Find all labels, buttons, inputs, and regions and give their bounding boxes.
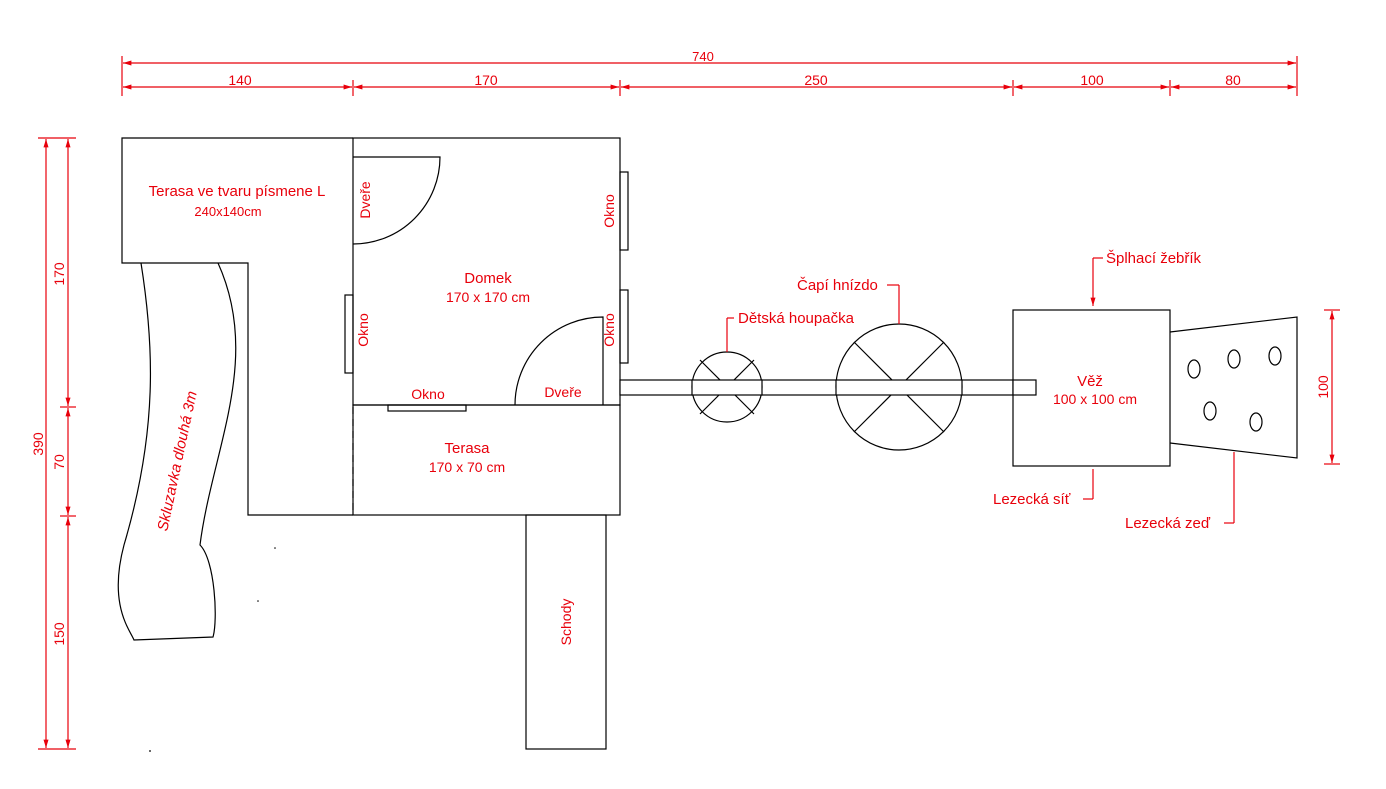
climbing-net: Lezecká síť	[993, 469, 1094, 508]
dim-segment-170-vertical: 170	[51, 262, 67, 286]
house: Dveře Okno Okno Okno Okno Dveře Domek 17…	[344, 137, 629, 412]
terrace-title: Terasa	[444, 440, 490, 457]
dim-segment-250: 250	[804, 72, 828, 88]
window-bottom-label: Okno	[411, 386, 445, 402]
slide-label: Skluzavka dlouhá 3m	[154, 390, 200, 533]
dim-segment-150-vertical: 150	[51, 622, 67, 646]
terrace-size: 170 x 70 cm	[429, 459, 505, 475]
dim-total-height: 390	[30, 432, 46, 456]
stork-nest-label: Čapí hnízdo	[797, 277, 878, 294]
top-dimensions: 740 140 170 250 100 80	[121, 49, 1298, 96]
tower: Věž 100 x 100 cm	[1012, 309, 1171, 467]
stairs: Schody	[525, 514, 607, 750]
l-terrace: Terasa ve tvaru písmene L 240x140cm	[121, 137, 354, 516]
tower-title: Věž	[1077, 373, 1103, 390]
dim-segment-100: 100	[1080, 72, 1104, 88]
l-terrace-title: Terasa ve tvaru písmene L	[149, 183, 326, 200]
window-right-top-label: Okno	[601, 194, 617, 228]
swing: Dětská houpačka	[691, 310, 855, 423]
swing-beam	[619, 379, 1037, 396]
door-bottom-arc	[514, 316, 604, 406]
window-right-bottom	[619, 289, 629, 364]
window-bottom	[387, 404, 467, 412]
climbing-ladder: Šplhací žebřík	[1090, 250, 1202, 306]
dim-segment-170: 170	[474, 72, 498, 88]
stairs-label: Schody	[558, 599, 574, 646]
window-right-top	[619, 171, 629, 251]
door-bottom-label: Dveře	[544, 384, 582, 400]
door-top-arc	[352, 156, 441, 245]
dim-total-width: 740	[692, 49, 714, 64]
climbing-ladder-label: Šplhací žebřík	[1106, 250, 1202, 267]
window-left	[344, 294, 354, 374]
terrace: Terasa 170 x 70 cm	[352, 404, 621, 516]
slide: Skluzavka dlouhá 3m	[117, 262, 237, 641]
window-right-bottom-label: Okno	[601, 313, 617, 347]
l-terrace-size: 240x140cm	[194, 204, 261, 219]
climbing-wall-label: Lezecká zeď	[1125, 515, 1211, 532]
right-dimension: 100	[1315, 309, 1340, 465]
house-title: Domek	[464, 270, 512, 287]
house-size: 170 x 170 cm	[446, 289, 530, 305]
tower-size: 100 x 100 cm	[1053, 391, 1137, 407]
dim-segment-140: 140	[228, 72, 252, 88]
swing-label: Dětská houpačka	[738, 310, 855, 327]
dim-tower-height: 100	[1315, 375, 1331, 399]
dim-segment-70-vertical: 70	[51, 454, 67, 470]
dim-segment-80: 80	[1225, 72, 1241, 88]
climbing-net-label: Lezecká síť	[993, 491, 1071, 508]
climbing-wall: Lezecká zeď	[1125, 316, 1298, 532]
door-top-label: Dveře	[357, 181, 373, 219]
window-left-label: Okno	[355, 313, 371, 347]
stork-nest: Čapí hnízdo	[797, 277, 963, 451]
left-dimensions: 390 170 70 150	[30, 137, 76, 750]
